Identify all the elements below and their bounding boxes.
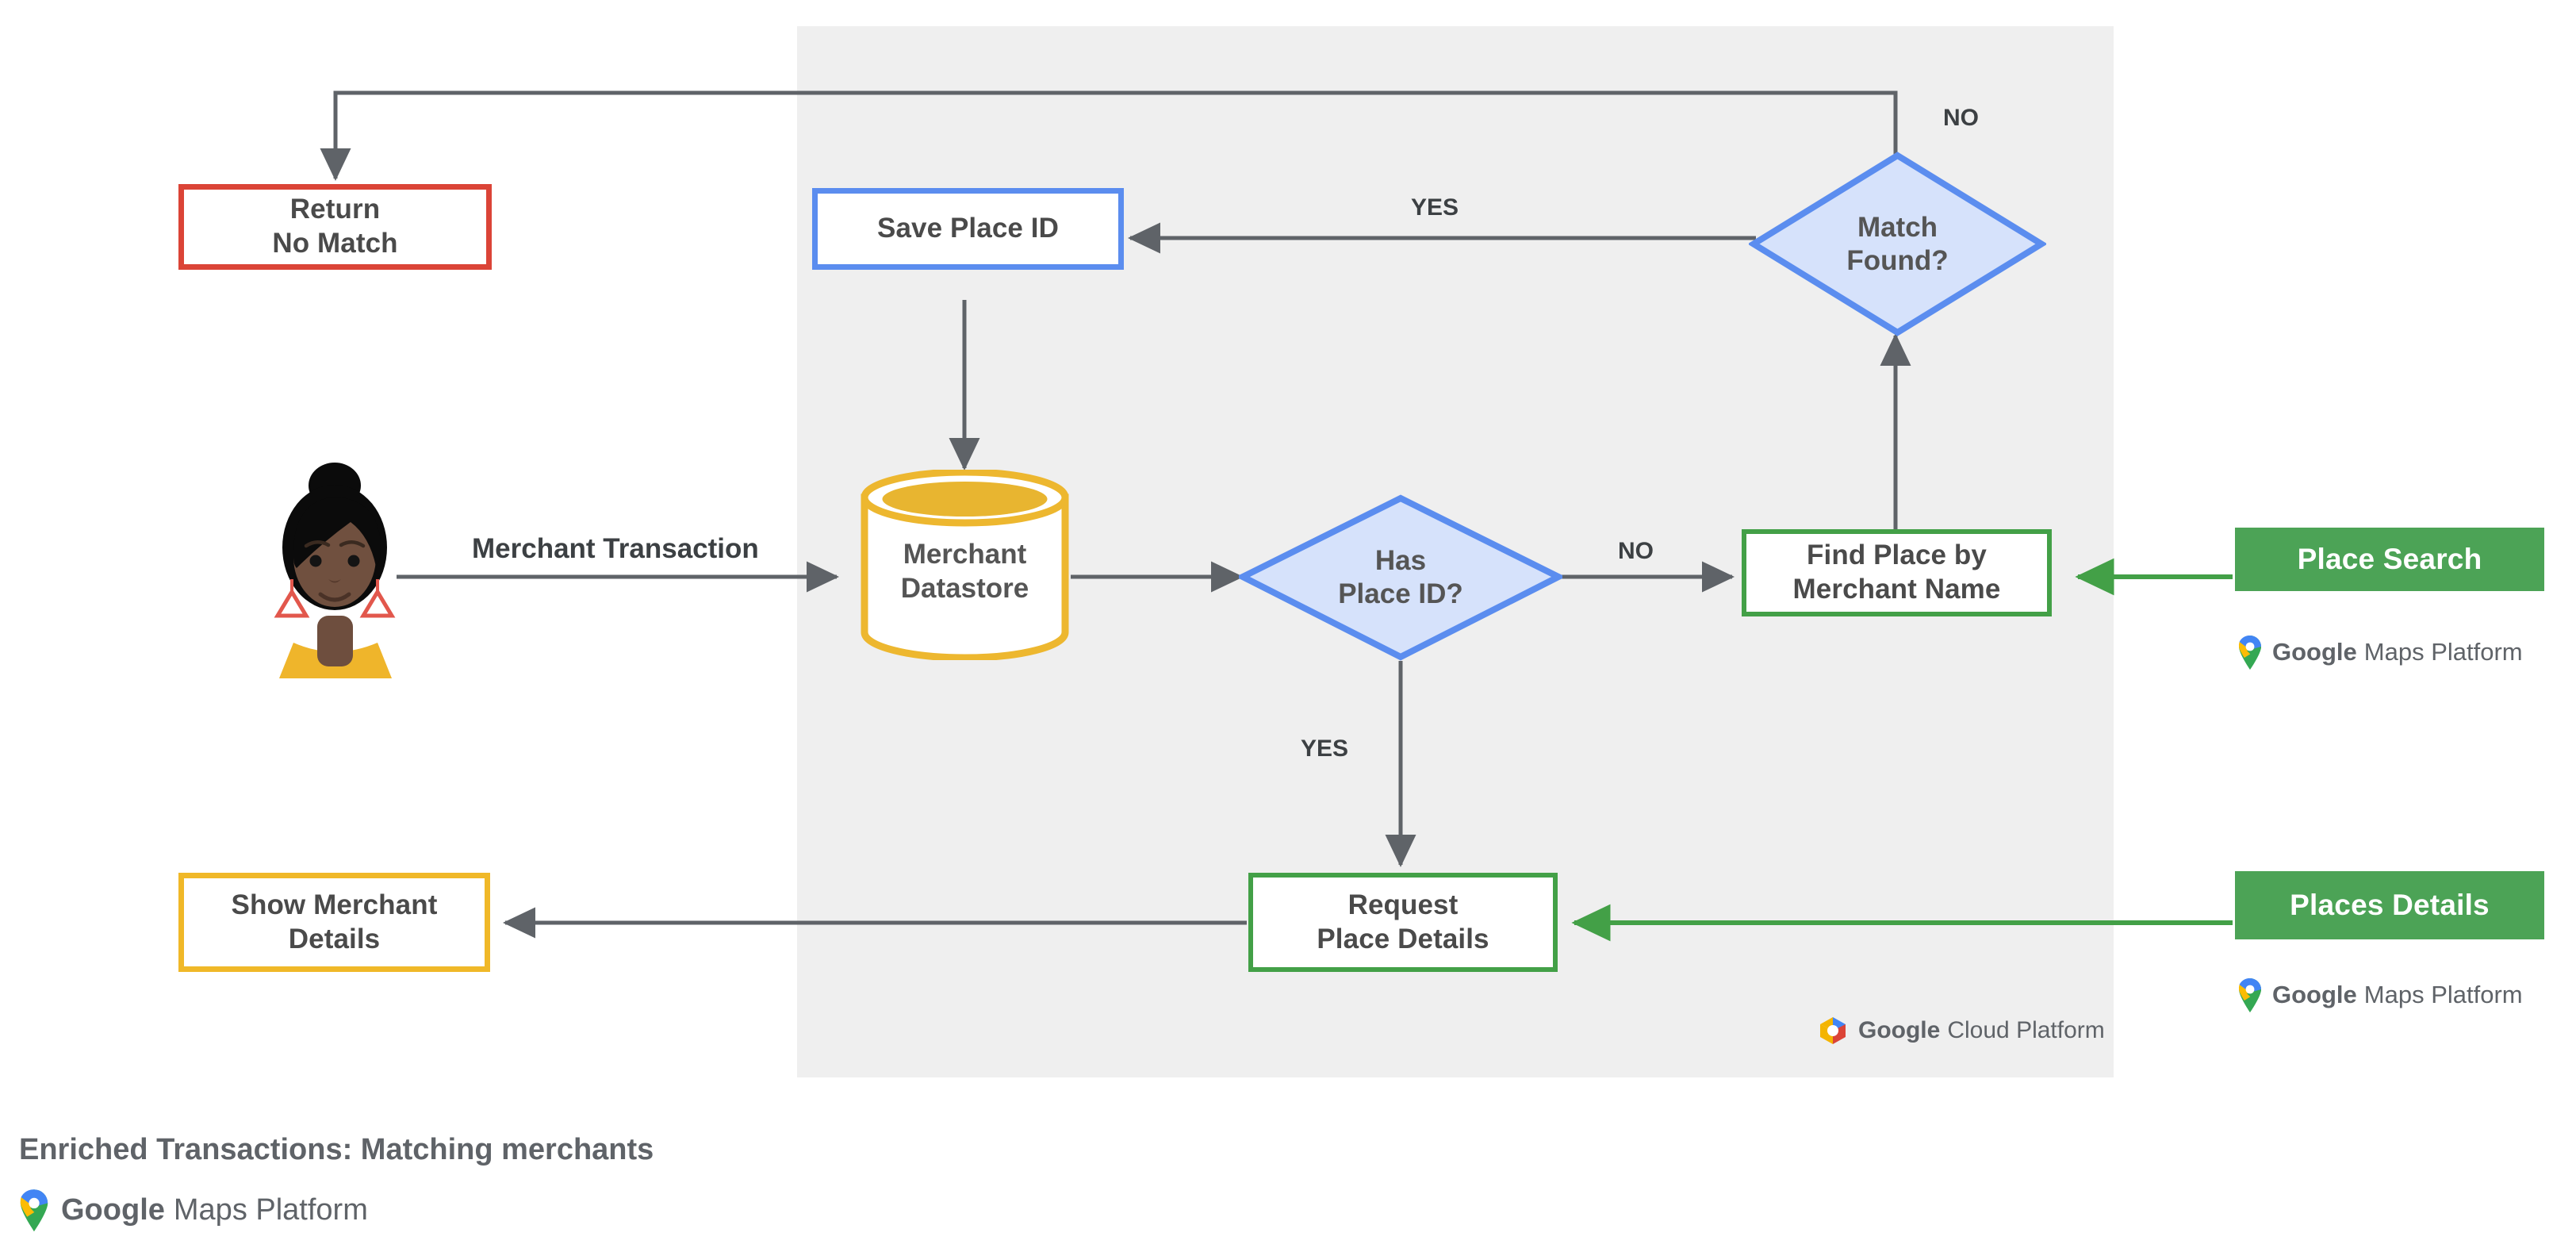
match-found-diamond-shape — [1747, 152, 2048, 336]
chip-place-search[interactable]: Place Search — [2235, 528, 2544, 591]
node-save-place-id-label: Save Place ID — [877, 213, 1059, 244]
merchant-customer-avatar — [274, 463, 396, 678]
node-merchant-datastore[interactable]: Merchant Datastore — [859, 468, 1071, 662]
node-match-found[interactable]: Match Found? — [1747, 151, 2048, 337]
edge-label-match-found-yes: YES — [1411, 194, 1459, 221]
brand-google-word: Google — [1858, 1017, 1941, 1043]
google-cloud-hexagon-icon — [1820, 1017, 1846, 1044]
datastore-cylinder-shape — [861, 468, 1069, 662]
brand-google-word: Google — [2272, 638, 2357, 666]
node-find-place-by-merchant-name[interactable]: Find Place by Merchant Name — [1742, 529, 2052, 616]
chip-places-details[interactable]: Places Details — [2235, 871, 2544, 939]
chip-places-details-label: Places Details — [2290, 889, 2490, 921]
google-maps-pin-icon — [2238, 635, 2261, 670]
has-place-id-diamond-shape — [1236, 494, 1566, 661]
brand-google-word: Google — [61, 1192, 165, 1227]
node-show-merchant-details[interactable]: Show Merchant Details — [178, 873, 490, 972]
node-return-no-match[interactable]: Return No Match — [178, 184, 492, 270]
chip-place-search-label: Place Search — [2297, 543, 2482, 575]
node-request-place-details[interactable]: Request Place Details — [1248, 873, 1558, 972]
node-request-place-details-label: Request Place Details — [1317, 889, 1489, 954]
brand-maps-platform-word: Maps Platform — [2363, 981, 2523, 1008]
google-maps-pin-icon — [20, 1189, 48, 1231]
brand-maps-platform-word: Maps Platform — [173, 1192, 368, 1227]
node-find-place-by-merchant-name-label: Find Place by Merchant Name — [1792, 540, 2001, 605]
brand-maps-platform-word: Maps Platform — [2363, 638, 2523, 666]
edge-label-match-found-no: NO — [1943, 105, 1979, 131]
edge-label-has-place-id-yes: YES — [1301, 735, 1349, 762]
brand-cloud-platform-word: Cloud Platform — [1947, 1017, 2105, 1043]
node-return-no-match-label: Return No Match — [272, 194, 398, 259]
brand-google-word: Google — [2272, 981, 2357, 1008]
google-maps-pin-icon — [2238, 977, 2261, 1012]
page-title: Enriched Transactions: Matching merchant… — [19, 1133, 654, 1166]
edge-label-has-place-id-no: NO — [1618, 538, 1654, 564]
node-show-merchant-details-label: Show Merchant Details — [231, 889, 438, 954]
node-has-place-id[interactable]: Has Place ID? — [1236, 494, 1566, 661]
edge-label-merchant-transaction: Merchant Transaction — [472, 533, 759, 564]
node-save-place-id[interactable]: Save Place ID — [812, 188, 1124, 270]
